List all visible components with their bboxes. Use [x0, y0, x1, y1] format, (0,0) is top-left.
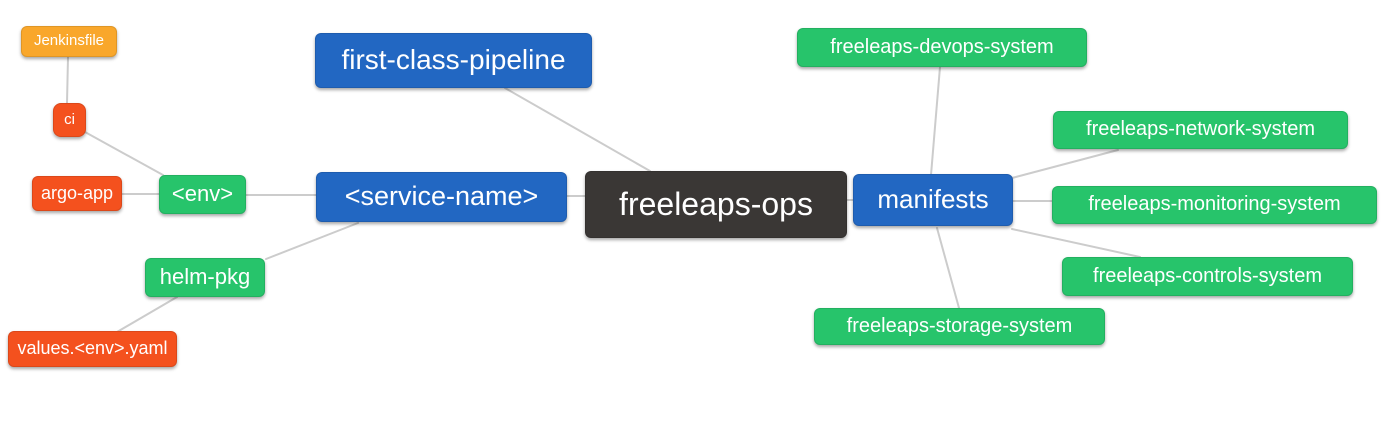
node-freeleaps-devops-system[interactable]: freeleaps-devops-system [797, 28, 1087, 67]
edge-ci-env [84, 131, 164, 176]
edge-helm-pkg-values-env-yaml [116, 296, 178, 333]
edge-first-class-pipeline-freeleaps-ops [504, 87, 651, 172]
node-env[interactable]: <env> [159, 175, 246, 214]
node-manifests[interactable]: manifests [853, 174, 1013, 226]
node-freeleaps-controls-system[interactable]: freeleaps-controls-system [1062, 257, 1353, 296]
node-helm-pkg[interactable]: helm-pkg [145, 258, 265, 297]
node-freeleaps-ops[interactable]: freeleaps-ops [585, 171, 847, 238]
node-ci[interactable]: ci [53, 103, 86, 137]
edge-jenkinsfile-ci [66, 56, 69, 104]
node-argo-app[interactable]: argo-app [32, 176, 122, 211]
edge-service-name-helm-pkg [265, 222, 359, 260]
node-freeleaps-monitoring-system[interactable]: freeleaps-monitoring-system [1052, 186, 1377, 224]
edge-manifests-freeleaps-network-system [1011, 149, 1119, 179]
edge-manifests-freeleaps-devops-system [930, 66, 941, 176]
edge-manifests-freeleaps-controls-system [1011, 228, 1141, 258]
node-jenkinsfile[interactable]: Jenkinsfile [21, 26, 117, 57]
edge-manifests-freeleaps-storage-system [936, 227, 960, 309]
node-values-env-yaml[interactable]: values.<env>.yaml [8, 331, 177, 367]
node-service-name[interactable]: <service-name> [316, 172, 567, 222]
node-freeleaps-storage-system[interactable]: freeleaps-storage-system [814, 308, 1105, 345]
node-first-class-pipeline[interactable]: first-class-pipeline [315, 33, 592, 88]
node-freeleaps-network-system[interactable]: freeleaps-network-system [1053, 111, 1348, 149]
